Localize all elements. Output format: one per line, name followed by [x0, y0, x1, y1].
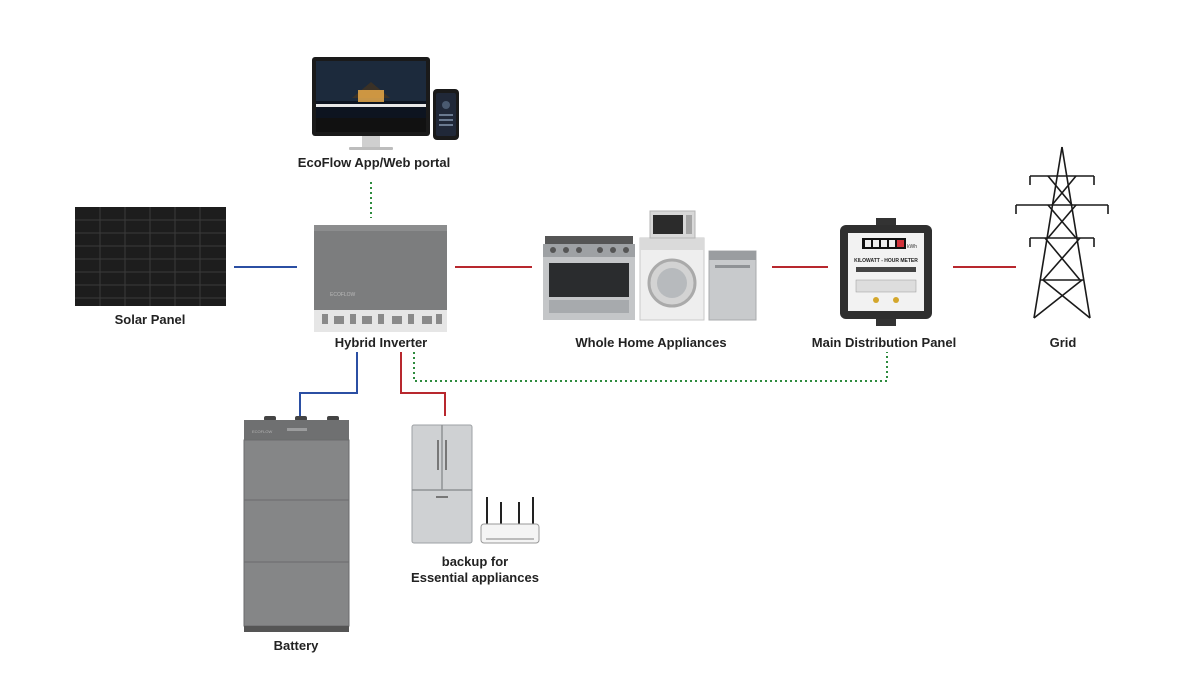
battery-brand-text: ECOFLOW [252, 429, 272, 434]
essential-label-line1: backup for [441, 554, 509, 569]
battery-label: Battery [273, 638, 319, 653]
refrigerator-icon [411, 424, 473, 544]
microwave-icon [649, 210, 696, 239]
hybrid-inverter-label: Hybrid Inverter [334, 335, 428, 350]
router-icon [480, 497, 540, 544]
app-web-portal-icon [312, 57, 459, 150]
meter-unit-text: kWh [907, 244, 917, 250]
grid-label: Grid [1049, 335, 1077, 350]
inverter-essential-line [400, 352, 446, 416]
washing-machine-icon [639, 237, 705, 321]
essential-appliances-label: backup for Essential appliances [411, 554, 539, 586]
main-distribution-panel-icon: kWh KILOWATT - HOUR METER [840, 218, 932, 326]
whole-home-appliances-label: Whole Home Appliances [575, 335, 727, 350]
app-web-portal-label: EcoFlow App/Web portal [297, 155, 451, 170]
dishwasher-icon [708, 250, 757, 321]
range-oven-icon [543, 236, 635, 320]
meter-title-text: KILOWATT - HOUR METER [854, 258, 918, 264]
battery-icon: ECOFLOW [243, 416, 350, 632]
grid-tower-icon [1015, 146, 1109, 319]
connection-lines [234, 182, 1016, 418]
whole-home-appliances-icon [543, 210, 757, 321]
inverter-panel-comm-line [413, 352, 888, 382]
solar-panel-icon [75, 207, 226, 306]
main-distribution-panel-label: Main Distribution Panel [811, 335, 957, 350]
essential-label-line2: Essential appliances [411, 570, 539, 585]
inverter-battery-line [299, 352, 358, 418]
hybrid-inverter-icon: ECOFLOW [314, 225, 447, 332]
inverter-brand-text: ECOFLOW [330, 292, 356, 298]
solar-panel-label: Solar Panel [114, 312, 186, 327]
essential-appliances-icon [411, 424, 540, 544]
